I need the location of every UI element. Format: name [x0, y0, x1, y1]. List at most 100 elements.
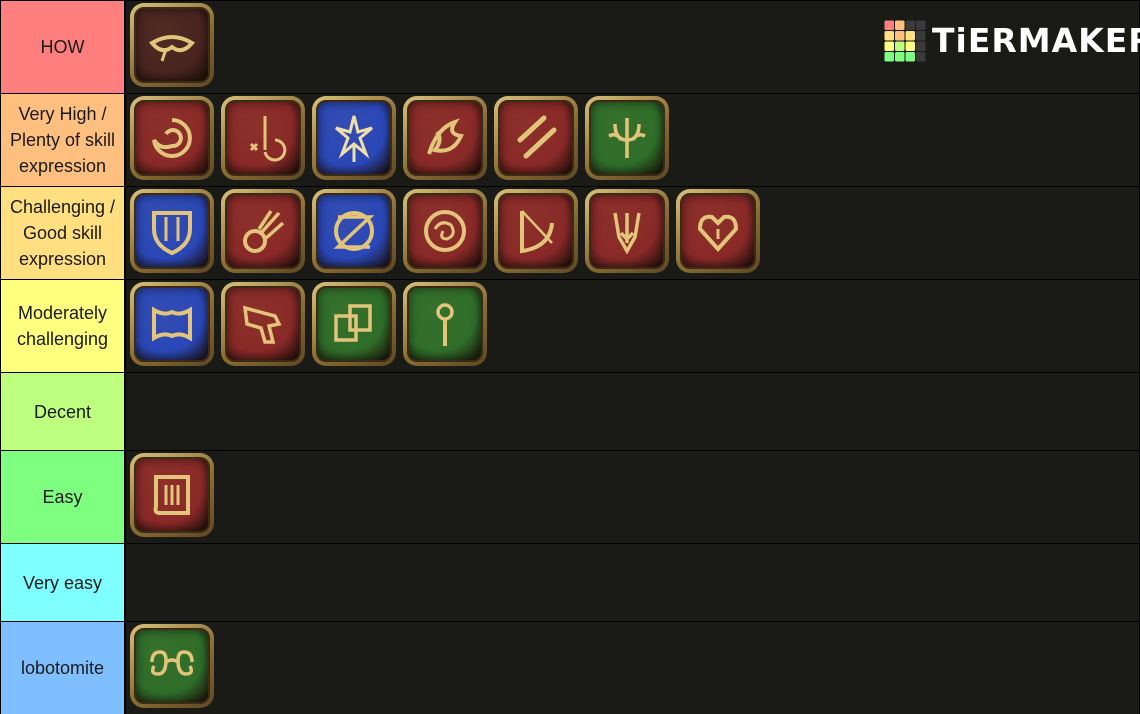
logo-grid-cell	[916, 41, 926, 51]
trident-flower-icon[interactable]	[585, 96, 669, 180]
tier-row-very-easy: Very easy	[0, 543, 1140, 621]
lance-moon-icon-face	[225, 100, 301, 176]
tier-row-lobotomite: lobotomite	[0, 621, 1140, 714]
flame-loop-icon-glyph	[427, 118, 464, 155]
logo-grid-cell	[916, 52, 926, 62]
tier-items-very-easy[interactable]	[126, 544, 1139, 621]
tier-label-lobotomite[interactable]: lobotomite	[1, 622, 124, 714]
double-slash-icon[interactable]	[494, 96, 578, 180]
tier-label-decent[interactable]: Decent	[1, 373, 124, 450]
staff-icon[interactable]	[403, 282, 487, 366]
ring-spiral-icon[interactable]	[403, 189, 487, 273]
axe-icon[interactable]	[130, 282, 214, 366]
dragon-head-icon[interactable]	[585, 189, 669, 273]
logo-text: TiERMAKER	[932, 21, 1140, 60]
dragon-head-icon-glyph	[613, 212, 641, 255]
logo-grid-cell	[884, 41, 894, 51]
shield-icon[interactable]	[130, 189, 214, 273]
tier-items-very-high[interactable]	[126, 94, 1139, 186]
staff-icon-face	[407, 286, 483, 362]
shield-icon-glyph	[152, 211, 192, 256]
tier-row-moderately: Moderately challenging	[0, 279, 1140, 372]
meteor-icon[interactable]	[221, 189, 305, 273]
logo-grid-cell	[884, 52, 894, 62]
logo-grid-cell	[905, 31, 915, 41]
cards-icon-glyph	[334, 304, 372, 342]
tier-row-how: HOW	[0, 0, 1140, 93]
tiermaker-logo: TiERMAKER	[884, 20, 1140, 62]
mask-icon-glyph	[148, 35, 196, 62]
axe-icon-glyph	[152, 306, 192, 342]
meteor-icon-glyph	[243, 210, 285, 253]
gun-icon-glyph	[242, 305, 282, 344]
logo-grid-cell	[916, 20, 926, 30]
dragon-head-icon-face	[589, 193, 665, 269]
heart-ornament-icon[interactable]	[676, 189, 760, 273]
trident-flower-icon-face	[589, 100, 665, 176]
tier-row-very-high: Very High / Plenty of skill expression	[0, 93, 1140, 186]
meteor-icon-face	[225, 193, 301, 269]
lance-moon-icon-glyph	[249, 116, 287, 162]
heart-ornament-icon-face	[680, 193, 756, 269]
shield-icon-face	[134, 193, 210, 269]
tier-label-moderately[interactable]: Moderately challenging	[1, 280, 124, 372]
logo-grid-cell	[884, 31, 894, 41]
slashed-circle-icon-glyph	[333, 211, 375, 251]
trident-flower-icon-glyph	[608, 118, 646, 158]
tier-items-easy[interactable]	[126, 451, 1139, 543]
tier-row-easy: Easy	[0, 450, 1140, 543]
twin-loops-icon-glyph	[150, 650, 194, 676]
logo-grid-icon	[884, 20, 926, 62]
logo-grid-cell	[895, 20, 905, 30]
heart-ornament-icon-glyph	[697, 214, 739, 252]
logo-grid-cell	[895, 52, 905, 62]
double-slash-icon-glyph	[517, 115, 557, 159]
logo-grid-cell	[905, 41, 915, 51]
twin-loops-icon[interactable]	[130, 624, 214, 708]
mask-icon[interactable]	[130, 3, 214, 87]
flame-loop-icon[interactable]	[403, 96, 487, 180]
tier-label-how[interactable]: HOW	[1, 1, 124, 93]
bow-icon[interactable]	[494, 189, 578, 273]
star-crystal-icon[interactable]	[312, 96, 396, 180]
swirl-icon-glyph	[152, 118, 192, 158]
tier-items-lobotomite[interactable]	[126, 622, 1139, 714]
logo-grid-cell	[884, 20, 894, 30]
gun-icon[interactable]	[221, 282, 305, 366]
axe-icon-face	[134, 286, 210, 362]
gun-icon-face	[225, 286, 301, 362]
logo-grid-cell	[905, 20, 915, 30]
logo-grid-cell	[895, 41, 905, 51]
slashed-circle-icon-face	[316, 193, 392, 269]
lance-moon-icon[interactable]	[221, 96, 305, 180]
swirl-icon[interactable]	[130, 96, 214, 180]
bow-icon-glyph	[520, 210, 554, 254]
tier-items-how[interactable]	[126, 1, 1139, 93]
tier-row-decent: Decent	[0, 372, 1140, 450]
tier-items-moderately[interactable]	[126, 280, 1139, 372]
tier-label-easy[interactable]: Easy	[1, 451, 124, 543]
logo-grid-cell	[916, 31, 926, 41]
tier-label-very-easy[interactable]: Very easy	[1, 544, 124, 621]
flame-loop-icon-face	[407, 100, 483, 176]
twin-loops-icon-face	[134, 628, 210, 704]
tier-label-challenging[interactable]: Challenging / Good skill expression	[1, 187, 124, 279]
tier-label-very-high[interactable]: Very High / Plenty of skill expression	[1, 94, 124, 186]
tier-row-challenging: Challenging / Good skill expression	[0, 186, 1140, 279]
slashed-circle-icon[interactable]	[312, 189, 396, 273]
logo-grid-cell	[905, 52, 915, 62]
cards-icon[interactable]	[312, 282, 396, 366]
ring-spiral-icon-face	[407, 193, 483, 269]
star-crystal-icon-glyph	[335, 115, 373, 162]
mask-icon-face	[134, 7, 210, 83]
banner-icon[interactable]	[130, 453, 214, 537]
tier-items-challenging[interactable]	[126, 187, 1139, 279]
staff-icon-glyph	[436, 303, 454, 346]
bow-icon-face	[498, 193, 574, 269]
tier-items-decent[interactable]	[126, 373, 1139, 450]
ring-spiral-icon-glyph	[424, 210, 466, 252]
double-slash-icon-face	[498, 100, 574, 176]
logo-grid-cell	[895, 31, 905, 41]
swirl-icon-face	[134, 100, 210, 176]
